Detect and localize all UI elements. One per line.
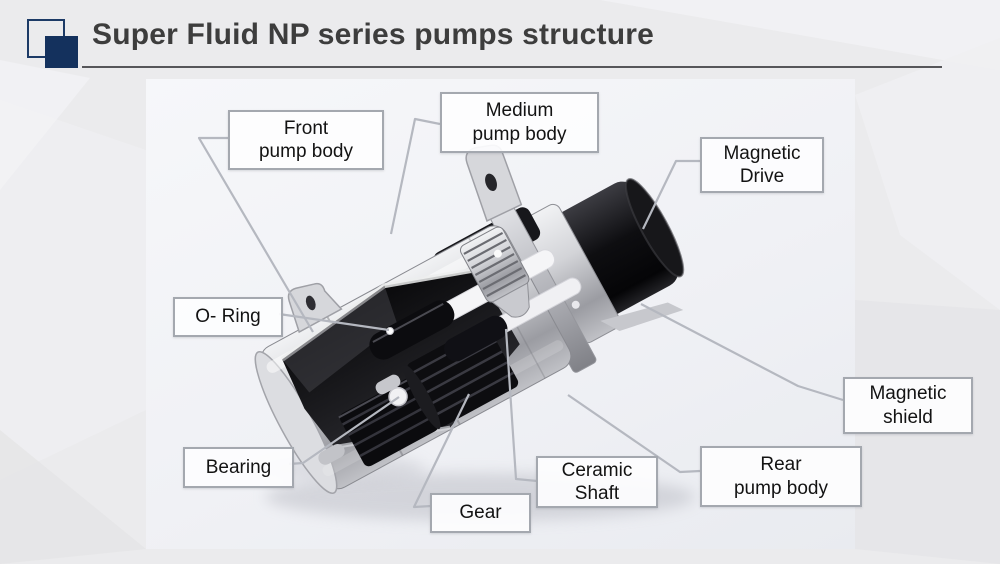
threaded-port bbox=[459, 226, 530, 318]
label-front-pump-body: Front pump body bbox=[228, 110, 384, 170]
bolt-dot-1 bbox=[493, 249, 502, 258]
label-text: Gear bbox=[459, 502, 502, 524]
bolt-dot-2 bbox=[571, 300, 580, 309]
label-rear-pump-body: Rear pump body bbox=[700, 446, 862, 507]
shaft-sleeve-upper bbox=[369, 300, 455, 360]
sleeve-highlight bbox=[372, 302, 444, 343]
label-o-ring: O- Ring bbox=[173, 297, 283, 337]
label-magnetic-drive: Magnetic Drive bbox=[700, 137, 824, 193]
label-ceramic-shaft: Ceramic Shaft bbox=[536, 456, 658, 508]
label-text: Magnetic shield bbox=[869, 383, 947, 428]
label-gear: Gear bbox=[430, 493, 531, 533]
label-text: Magnetic Drive bbox=[723, 142, 801, 187]
slide-header: Super Fluid NP series pumps structure bbox=[0, 0, 1000, 78]
label-medium-pump-body: Medium pump body bbox=[440, 92, 599, 153]
label-text: O- Ring bbox=[195, 306, 261, 328]
label-text: Rear pump body bbox=[733, 454, 828, 499]
label-text: Front pump body bbox=[258, 117, 353, 162]
shaft-sleeve-lower bbox=[444, 315, 508, 362]
label-text: Medium pump body bbox=[472, 100, 567, 145]
label-text: Ceramic Shaft bbox=[561, 459, 633, 504]
label-magnetic-shield: Magnetic shield bbox=[843, 377, 973, 434]
title-underline bbox=[82, 66, 942, 68]
inner-wall bbox=[282, 285, 398, 393]
page-title: Super Fluid NP series pumps structure bbox=[92, 18, 654, 51]
label-bearing: Bearing bbox=[183, 447, 294, 488]
flange-ear-hole bbox=[485, 173, 497, 192]
bolt-front bbox=[375, 374, 401, 395]
o-ring-part bbox=[386, 327, 394, 335]
logo-filled-square-icon bbox=[45, 36, 78, 68]
cut-edge-top bbox=[280, 267, 478, 362]
label-text: Bearing bbox=[205, 456, 272, 478]
